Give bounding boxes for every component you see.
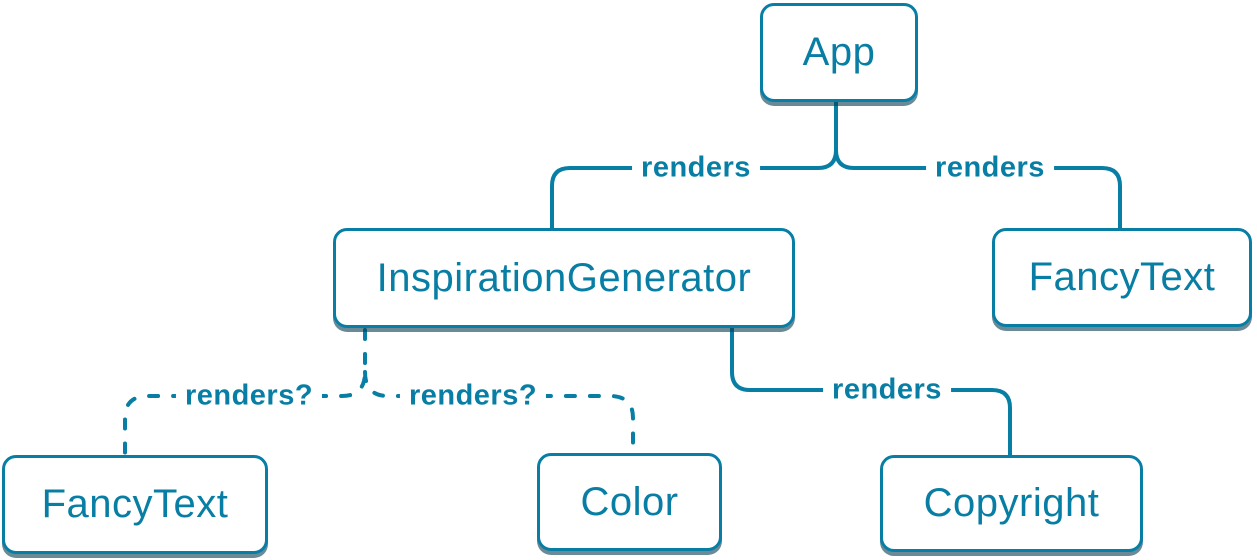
node-copyright: Copyright	[880, 455, 1143, 552]
edge-inspirationgenerator-color-dashed	[363, 370, 635, 455]
node-fancytext-bottom-label: FancyText	[41, 482, 229, 526]
node-copyright-label: Copyright	[923, 481, 1100, 525]
node-inspirationgenerator: InspirationGenerator	[333, 228, 795, 328]
node-inspirationgenerator-label: InspirationGenerator	[376, 255, 752, 300]
node-color-label: Color	[580, 479, 679, 524]
node-app-label: App	[802, 30, 876, 74]
node-fancytext-top: FancyText	[992, 228, 1252, 327]
edge-label-renders-question-left: renders?	[175, 379, 323, 413]
node-app: App	[760, 3, 918, 102]
node-fancytext-top-label: FancyText	[1028, 255, 1216, 299]
edge-label-renders-copyright: renders	[823, 373, 951, 407]
node-fancytext-bottom: FancyText	[2, 455, 268, 554]
edge-label-renders-question-right: renders?	[399, 379, 547, 413]
edge-label-renders-left: renders	[632, 151, 760, 185]
node-color: Color	[537, 453, 722, 551]
edge-label-renders-right: renders	[926, 151, 1054, 185]
